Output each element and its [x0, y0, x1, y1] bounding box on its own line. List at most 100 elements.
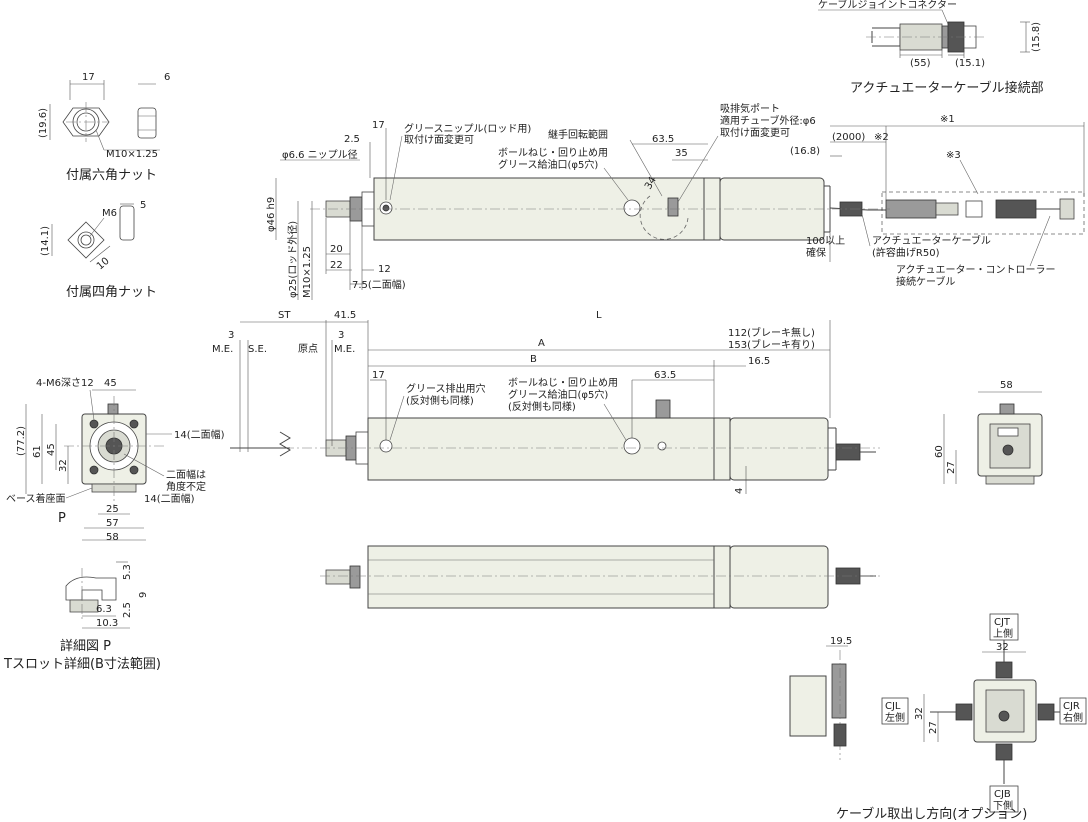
top-thread: M10×1.25	[302, 246, 313, 298]
front-dim-45: 45	[104, 378, 117, 389]
hex-nut-caption: 付属六角ナット	[66, 168, 157, 183]
rear-end-view: 58 60 27	[934, 380, 1043, 485]
cjr-2: 右側	[1063, 711, 1083, 724]
cable-option-caption: ケーブル取出し方向(オプション)	[836, 806, 1027, 822]
ref-3: ※3	[946, 150, 961, 161]
ref-2: ※2	[874, 132, 889, 143]
front-dim-25: 25	[106, 504, 119, 515]
ctrl-cable-1: アクチュエーター・コントローラー	[896, 264, 1056, 276]
width-across-2: 14(二面幅)	[144, 492, 195, 505]
base-seating: ベース着座面	[6, 492, 66, 505]
grease-nipple-1: グリースニップル(ロッド用)	[404, 122, 531, 135]
front-dim-32: 32	[58, 459, 69, 472]
hex-dim-6: 6	[164, 72, 170, 83]
front-dim-61: 61	[32, 445, 43, 458]
nipple-dia: φ6.6 ニップル径	[282, 148, 358, 161]
option-dim-19-5: 19.5	[830, 636, 852, 647]
square-nut-caption: 付属四角ナット	[66, 285, 157, 300]
bottom-view	[320, 545, 880, 609]
option-dim-32v: 32	[914, 707, 925, 720]
exhaust-1: 吸排気ポート	[720, 102, 780, 115]
hex-nut-detail: 17 6 (19.6) M10×1.25 付属六角ナット	[38, 72, 170, 183]
exhaust-3: 取付け面変更可	[720, 126, 790, 139]
sq-dim-14-1: (14.1)	[40, 226, 51, 256]
detail-dim-2-5: 2.5	[122, 602, 133, 618]
ctrl-cable-2: 接続ケーブル	[896, 275, 955, 288]
drain-1: グリース排出用穴	[406, 382, 486, 395]
dim-2000: (2000)	[832, 132, 865, 143]
rod-dia: φ25(ロッド外径)	[286, 221, 299, 298]
top-dim-22: 22	[330, 260, 343, 271]
top-dim-63-5: 63.5	[652, 134, 674, 145]
side-dim-3b: 3	[338, 330, 344, 341]
side-dim-41-5: 41.5	[334, 310, 356, 321]
cable-joint-caption: アクチュエーターケーブル接続部	[850, 80, 1044, 96]
detail-caption-1: 詳細図 P	[60, 638, 111, 654]
side-origin: 原点	[298, 343, 318, 355]
side-dim-63-5: 63.5	[654, 370, 676, 381]
width-across-1: 14(二面幅)	[174, 428, 225, 441]
detail-caption-2: Tスロット詳細(B寸法範囲)	[3, 656, 161, 672]
ball-screw-top-1: ボールねじ・回り止め用	[498, 147, 608, 159]
dim-16-8: (16.8)	[790, 146, 820, 157]
option-dim-32: 32	[996, 642, 1009, 653]
top-dim-12: 12	[378, 264, 391, 275]
cjr-1: CJR	[1063, 701, 1080, 712]
front-end-view: 4-M6深さ12 45 (77.2) 61 45 32 14(二面幅) 二面幅は…	[6, 377, 225, 543]
dim-55: (55)	[910, 58, 931, 69]
sq-dim-10: 10	[95, 256, 112, 273]
cjb-2: 下側	[993, 799, 1013, 812]
side-dim-16-5: 16.5	[748, 356, 770, 367]
top-view: 17 2.5 グリースニップル(ロッド用) 取付け面変更可 φ6.6 ニップル径…	[266, 102, 1085, 300]
side-dim-3a: 3	[228, 330, 234, 341]
cjb-1: CJB	[994, 789, 1011, 800]
min-100-1: 100以上	[806, 235, 845, 247]
detail-p: 5.3 9 6.3 2.5 10.3 詳細図 P Tスロット詳細(B寸法範囲)	[3, 561, 161, 672]
side-dim-4: 4	[734, 488, 745, 494]
front-dim-58: 58	[106, 532, 119, 543]
side-se: S.E.	[248, 344, 267, 355]
connector-label: ケーブルジョイントコネクター	[818, 0, 957, 11]
square-nut-detail: M6 5 (14.1) 10 付属四角ナット	[40, 200, 157, 300]
top-dim-7-5: 7.5(二面幅)	[352, 278, 406, 291]
side-view: 3 ST 41.5 3 L M.E. S.E. 原点 M.E. A 112(ブレ…	[212, 310, 880, 494]
joint-range: 継手回転範囲	[548, 128, 608, 141]
cjt-2: 上側	[993, 627, 1013, 640]
cjl-1: CJL	[885, 701, 901, 712]
drain-2: (反対側も同様)	[406, 394, 474, 407]
front-tap: 4-M6深さ12	[36, 377, 94, 389]
cjl-2: 左側	[885, 711, 905, 724]
grease-nipple-2: 取付け面変更可	[404, 133, 474, 146]
front-dim-57: 57	[106, 518, 119, 529]
len-112: 112(ブレーキ無し)	[728, 326, 815, 339]
side-l: L	[596, 310, 602, 321]
side-me1: M.E.	[212, 344, 233, 355]
detail-dim-5-3: 5.3	[122, 564, 133, 580]
hex-dim-17: 17	[82, 72, 95, 83]
act-cable-2: (許容曲げR50)	[872, 246, 940, 259]
front-dim-45v: 45	[46, 443, 57, 456]
rear-dim-60: 60	[934, 445, 945, 458]
sq-dim-m6: M6	[102, 208, 117, 219]
side-ball-3: (反対側も同様)	[508, 400, 576, 413]
hex-thread: M10×1.25	[106, 149, 158, 160]
angle-note-1: 二面幅は	[166, 468, 206, 481]
hex-dim-19-6: (19.6)	[38, 108, 49, 138]
side-b: B	[530, 354, 537, 365]
cable-joint-connector: ケーブルジョイントコネクター (55) (15.1) (15.8) アクチュエー…	[818, 0, 1044, 96]
top-dim-20: 20	[330, 244, 343, 255]
detail-dim-10-3: 10.3	[96, 618, 118, 629]
ball-screw-top-2: グリース給油口(φ5穴)	[498, 158, 598, 171]
top-dim-2-5: 2.5	[344, 134, 360, 145]
front-dim-77-2: (77.2)	[16, 426, 27, 456]
side-ball-1: ボールねじ・回り止め用	[508, 377, 618, 389]
detail-dim-6-3: 6.3	[96, 604, 112, 615]
side-st: ST	[278, 310, 291, 321]
cjt-1: CJT	[994, 617, 1011, 628]
dia-46: φ46 h9	[266, 197, 277, 232]
cable-exit-option: 19.5 CJT 上側 32 CJL 左側 CJR 右側 32 27 CJB 下…	[789, 613, 1087, 822]
exhaust-2: 適用チューブ外径:φ6	[720, 114, 816, 127]
side-me2: M.E.	[334, 344, 355, 355]
top-dim-17: 17	[372, 120, 385, 131]
